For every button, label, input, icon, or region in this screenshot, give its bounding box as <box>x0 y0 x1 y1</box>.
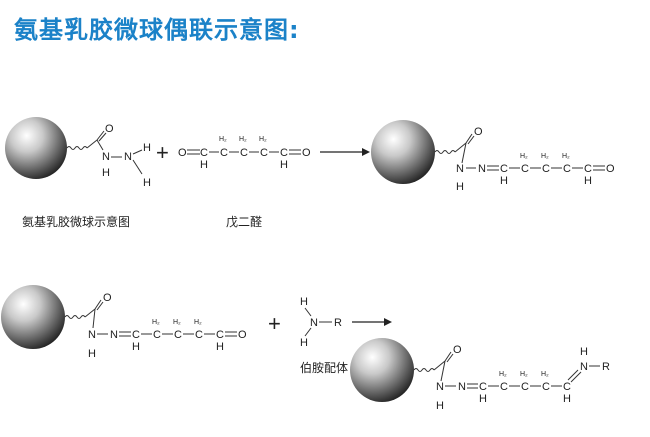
atom-h: H <box>436 400 444 412</box>
atom-h: H <box>479 393 487 405</box>
h2-label: H₂ <box>499 371 507 378</box>
atom-c: C <box>216 329 224 341</box>
atom-c: C <box>280 147 288 159</box>
h2-label: H₂ <box>239 136 247 143</box>
atom-c: C <box>500 381 508 393</box>
atom-c: C <box>260 147 268 159</box>
product-aldehyde-microsphere: O N H N C H C H₂ C H₂ C H₂ C H O <box>371 120 615 193</box>
h2-label: H₂ <box>520 153 528 160</box>
atom-n: N <box>478 163 486 175</box>
atom-c: C <box>584 163 592 175</box>
atom-h: H <box>584 175 592 187</box>
plus-sign: + <box>156 140 169 165</box>
linker-wave <box>413 368 435 372</box>
latex-microsphere <box>350 338 414 402</box>
atom-o: O <box>178 147 187 159</box>
atom-n: N <box>110 329 118 341</box>
atom-h: H <box>456 181 464 193</box>
atom-c: C <box>542 163 550 175</box>
atom-c: C <box>174 329 182 341</box>
atom-h: H <box>88 348 96 360</box>
h2-label: H₂ <box>562 153 570 160</box>
atom-h: H <box>500 175 508 187</box>
atom-n: N <box>580 361 588 373</box>
atom-n: N <box>310 317 318 329</box>
atom-c: C <box>563 163 571 175</box>
atom-h: H <box>216 341 224 353</box>
linker-wave <box>66 146 88 150</box>
atom-o: O <box>238 329 247 341</box>
atom-c: C <box>195 329 203 341</box>
atom-n: N <box>458 381 466 393</box>
atom-h: H <box>300 296 308 308</box>
h2-label: H₂ <box>520 371 528 378</box>
h2-label: H₂ <box>541 153 549 160</box>
atom-c: C <box>200 147 208 159</box>
atom-n: N <box>88 329 96 341</box>
atom-h: H <box>300 337 308 349</box>
atom-r: R <box>602 361 610 373</box>
atom-o: O <box>474 126 483 138</box>
microsphere-hydrazide: O N N H H H <box>5 117 151 189</box>
atom-n: N <box>436 381 444 393</box>
atom-h: H <box>280 159 288 171</box>
atom-o: O <box>453 344 462 356</box>
atom-c: C <box>521 381 529 393</box>
atom-c: C <box>521 163 529 175</box>
atom-c: C <box>240 147 248 159</box>
atom-n: N <box>124 151 132 163</box>
atom-h: H <box>580 346 588 358</box>
h2-label: H₂ <box>194 319 202 326</box>
caption-microsphere: 氨基乳胶微球示意图 <box>22 214 130 229</box>
reaction-arrow <box>352 318 392 326</box>
latex-microsphere <box>371 120 435 184</box>
atom-h: H <box>143 142 151 154</box>
atom-h: H <box>132 341 140 353</box>
atom-c: C <box>500 163 508 175</box>
atom-c: C <box>542 381 550 393</box>
caption-glutaraldehyde: 戊二醛 <box>226 214 262 229</box>
atom-n: N <box>102 151 110 163</box>
linker-wave <box>64 315 86 319</box>
latex-microsphere <box>1 285 65 349</box>
atom-o: O <box>302 147 311 159</box>
atom-h: H <box>143 177 151 189</box>
atom-c: C <box>132 329 140 341</box>
atom-o: O <box>103 292 112 304</box>
atom-c: C <box>479 381 487 393</box>
atom-n: N <box>456 163 464 175</box>
caption-amine-ligand: 伯胺配体 <box>300 360 348 375</box>
glutaraldehyde-molecule: O C H C H₂ C H₂ C H₂ C H O <box>178 136 311 171</box>
atom-c: C <box>563 381 571 393</box>
primary-amine-ligand: H N R H <box>300 296 342 349</box>
reaction-arrow <box>320 148 370 156</box>
h2-label: H₂ <box>219 136 227 143</box>
h2-label: H₂ <box>173 319 181 326</box>
latex-microsphere <box>5 117 67 179</box>
product-ligand-microsphere: O N H N C H C H₂ C H₂ C H₂ C H N H R <box>350 338 610 412</box>
atom-o: O <box>105 123 114 135</box>
atom-h: H <box>200 159 208 171</box>
atom-h: H <box>102 167 110 179</box>
plus-sign: + <box>268 311 281 336</box>
h2-label: H₂ <box>259 136 267 143</box>
linker-wave <box>434 150 456 154</box>
page-title: 氨基乳胶微球偶联示意图: <box>14 16 300 44</box>
h2-label: H₂ <box>541 371 549 378</box>
atom-h: H <box>563 393 571 405</box>
atom-c: C <box>220 147 228 159</box>
atom-o: O <box>606 163 615 175</box>
atom-c: C <box>153 329 161 341</box>
aldehyde-microsphere-reactant: O N H N C H C H₂ C H₂ C H₂ C H O <box>1 285 247 360</box>
atom-r: R <box>334 317 342 329</box>
h2-label: H₂ <box>152 319 160 326</box>
